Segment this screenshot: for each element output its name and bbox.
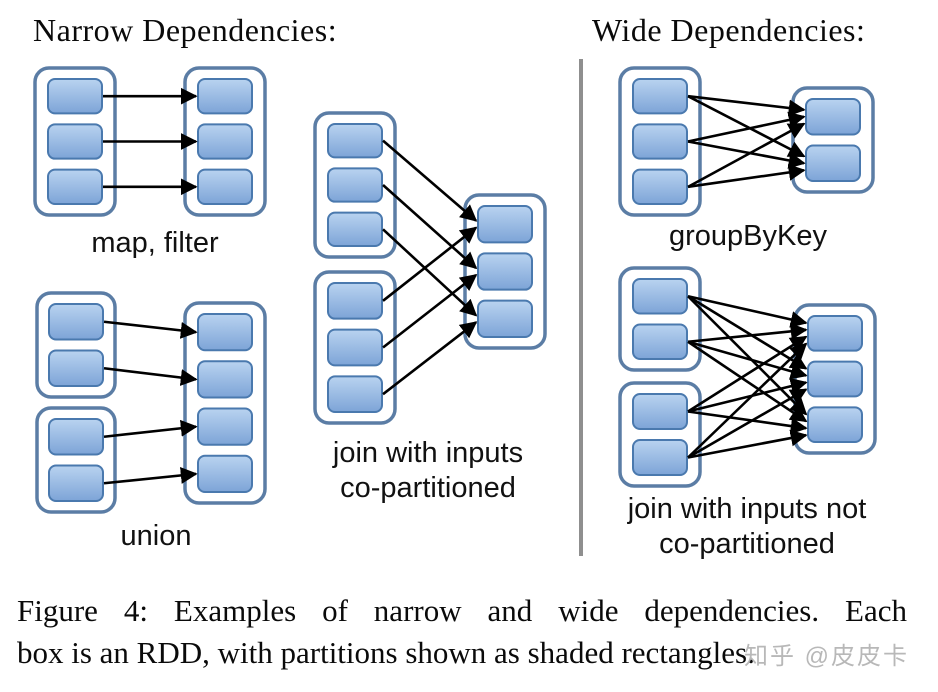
diagram-join-not-co-partitioned: [618, 266, 877, 488]
partition-box: [807, 315, 863, 352]
caption-line-2: box is an RDD, with partitions shown as …: [17, 635, 755, 670]
partition-box: [327, 328, 383, 367]
zhihu-watermark: 知乎 @皮皮卡: [744, 643, 910, 670]
dependency-arrow: [687, 111, 806, 143]
diagram-map-filter: [33, 66, 267, 217]
dependency-arrow: [687, 429, 808, 459]
section-divider-line: [579, 59, 583, 556]
narrow-dependencies-heading: Narrow Dependencies:: [33, 12, 338, 48]
partition-box: [632, 123, 688, 160]
caption-line-1: Figure 4: Examples of narrow and wide de…: [17, 593, 907, 628]
partition-box: [48, 418, 104, 456]
dependency-arrow: [687, 295, 808, 416]
partition-box: [197, 168, 253, 206]
wide-dependencies-heading: Wide Dependencies:: [592, 12, 866, 48]
diagram-join-co-partitioned: [313, 111, 547, 425]
partition-box: [632, 168, 688, 206]
partition-box: [805, 144, 861, 182]
label-line: map, filter: [91, 227, 219, 259]
dependency-arrow: [687, 122, 806, 188]
partition-box: [632, 393, 688, 430]
partition-box: [327, 375, 383, 414]
dependency-arrow: [687, 335, 808, 413]
partition-box: [197, 78, 253, 115]
dependency-arrow: [382, 226, 478, 302]
dependency-arrow: [687, 377, 808, 413]
partition-box: [477, 252, 533, 291]
dependency-arrow: [687, 164, 806, 189]
label-line: co-partitioned: [659, 528, 835, 560]
dependency-arrow: [382, 273, 478, 349]
partition-box: [48, 464, 104, 502]
dependency-arrow: [687, 94, 806, 117]
partition-box: [632, 278, 688, 315]
figure-caption: Figure 4: Examples of narrow and wide de…: [17, 590, 907, 674]
label-line: join with inputs not: [627, 493, 867, 525]
dependency-arrow: [687, 294, 808, 328]
partition-box: [477, 299, 533, 338]
label-join-not-co-partitioned: join with inputs not co-partitioned: [628, 492, 867, 562]
dependency-arrow: [382, 228, 478, 317]
partition-box: [632, 78, 688, 115]
dependency-arrow: [382, 139, 478, 222]
label-line: join with inputs: [332, 437, 524, 469]
label-line: groupByKey: [669, 220, 827, 252]
diagram-group-by-key: [618, 66, 875, 217]
partition-box: [632, 439, 688, 476]
partition-box: [47, 78, 103, 115]
partition-box: [327, 123, 383, 159]
dependency-arrow: [687, 342, 808, 459]
dependency-arrow: [687, 140, 806, 169]
partition-box: [197, 454, 253, 493]
partition-box: [807, 406, 863, 444]
partition-box: [48, 349, 104, 387]
label-join-co-partitioned: join with inputs co-partitioned: [333, 436, 523, 506]
partition-box: [47, 168, 103, 206]
dependency-arrow: [687, 95, 806, 158]
partition-box: [197, 123, 253, 160]
partition-box: [197, 313, 253, 352]
dependency-arrow: [687, 340, 808, 423]
dependency-arrow: [687, 388, 808, 459]
label-map-filter: map, filter: [91, 226, 218, 261]
dependency-arrow: [687, 410, 808, 435]
dependency-arrow: [687, 322, 808, 344]
partition-box: [807, 360, 863, 398]
dependency-arrow: [687, 295, 808, 370]
partition-box: [197, 407, 253, 446]
partition-box: [477, 205, 533, 244]
partition-box: [805, 98, 861, 136]
partition-box: [327, 282, 383, 320]
dependency-arrow: [103, 467, 198, 485]
partition-box: [197, 360, 253, 399]
dependency-arrow: [687, 340, 808, 380]
label-line: co-partitioned: [340, 472, 516, 504]
partition-box: [327, 211, 383, 248]
partition-box: [632, 323, 688, 360]
partition-box: [47, 123, 103, 160]
label-group-by-key: groupByKey: [669, 219, 827, 254]
dependency-arrow: [103, 320, 198, 339]
dependency-arrow: [103, 366, 198, 386]
rdd-container: [183, 301, 267, 505]
label-union: union: [121, 519, 192, 554]
partition-box: [48, 303, 104, 341]
diagram-union: [35, 291, 267, 514]
dependency-arrow: [382, 184, 478, 270]
partition-box: [327, 167, 383, 203]
dependency-arrow: [382, 321, 478, 396]
dependency-arrow: [103, 419, 198, 439]
label-line: union: [120, 520, 192, 552]
